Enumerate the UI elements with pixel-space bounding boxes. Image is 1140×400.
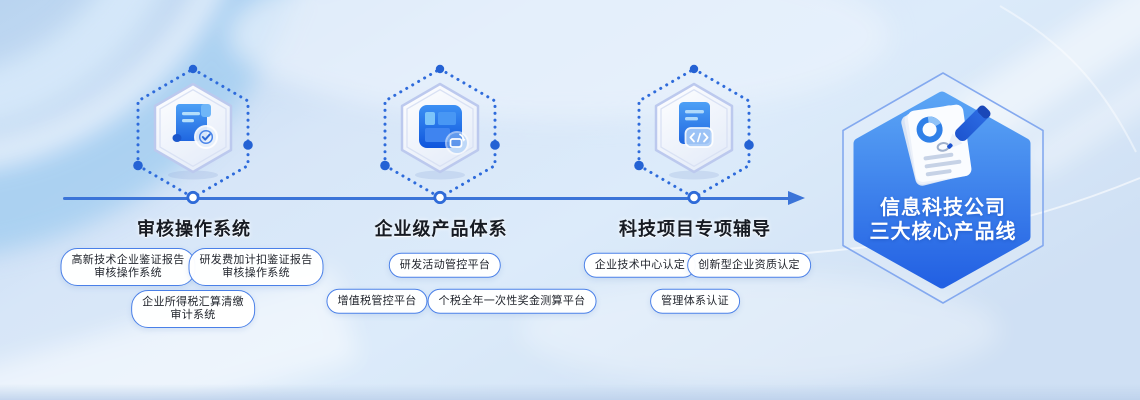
section-title-platform: 企业级产品体系	[374, 219, 508, 239]
product-tag: 研发活动管控平台	[388, 252, 502, 278]
accent-dot	[188, 64, 198, 74]
timeline-node-ring	[687, 190, 701, 204]
product-tag: 高新技术企业鉴证报告 审核操作系统	[60, 248, 196, 286]
dashboard-tiles-icon	[419, 105, 469, 155]
section-node-platform	[380, 64, 500, 204]
result-hexagon-fill	[853, 91, 1031, 289]
document-code-icon	[679, 102, 714, 148]
timeline-node-ring	[186, 190, 200, 204]
product-tag: 企业所得税汇算清缴 审计系统	[131, 290, 255, 328]
result-title-line1: 信息科技公司	[880, 197, 1006, 219]
product-tag: 增值税管控平台	[326, 288, 428, 314]
product-tag: 管理体系认证	[650, 288, 740, 314]
accent-dot	[689, 64, 699, 74]
product-tag: 企业技术中心认定	[583, 252, 697, 278]
section-title-audit: 审核操作系统	[137, 219, 251, 239]
accent-dot	[634, 160, 644, 171]
timeline-line	[63, 197, 790, 200]
document-check-icon	[172, 104, 218, 149]
accent-dot	[435, 64, 445, 74]
accent-dot	[490, 140, 500, 150]
section-node-coaching	[634, 64, 754, 204]
accent-dot	[133, 160, 143, 171]
timeline-arrowhead-icon	[788, 190, 805, 205]
timeline-node-ring	[433, 190, 447, 204]
product-tag: 创新型企业资质认定	[687, 252, 811, 278]
product-tag: 个税全年一次性奖金测算平台	[427, 288, 597, 314]
result-title: 信息科技公司 三大核心产品线	[843, 196, 1043, 244]
accent-dot	[744, 140, 754, 150]
accent-dot	[380, 160, 390, 171]
section-title-coaching: 科技项目专项辅导	[619, 219, 771, 239]
accent-dot	[243, 140, 253, 150]
report-pen-icon	[901, 104, 991, 186]
section-node-audit	[133, 64, 253, 204]
result-title-line2: 三大核心产品线	[869, 221, 1017, 243]
result-hexagon	[842, 72, 1044, 304]
product-tag: 研发费加计扣鉴证报告 审核操作系统	[188, 248, 324, 286]
